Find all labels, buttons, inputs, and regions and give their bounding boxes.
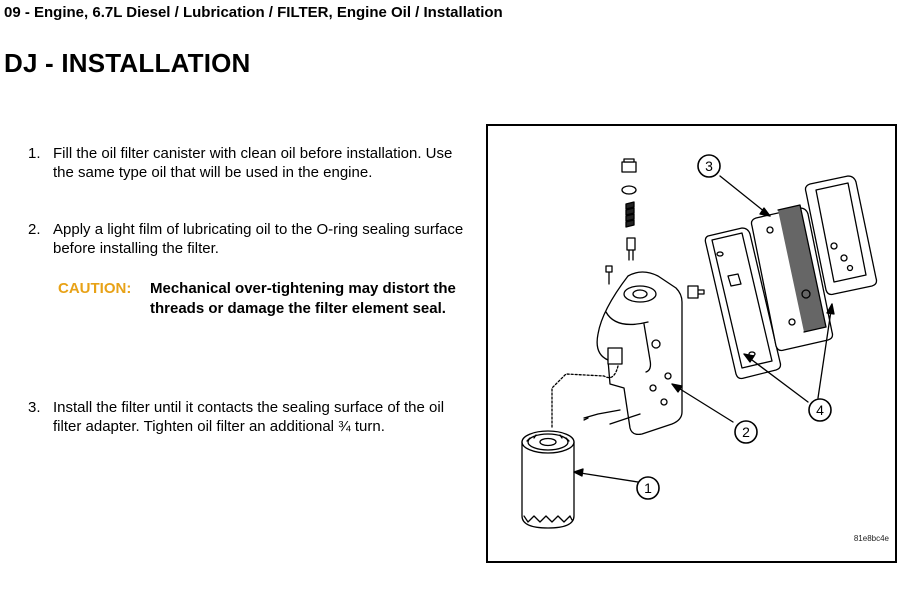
small-bolt [605, 265, 613, 285]
step-number: 3. [28, 399, 41, 416]
callout-leaders [573, 175, 835, 483]
sleeve-part [607, 347, 623, 365]
callout-markers [636, 154, 832, 500]
step-text: Apply a light film of lubricating oil to… [53, 221, 464, 257]
callout-label: 2 [742, 424, 750, 440]
plug-part [621, 158, 637, 261]
oil-filter [521, 430, 575, 529]
oil-filter-adapter [596, 271, 683, 436]
exploded-view-figure: 3 2 1 4 81e8bc4e [486, 124, 897, 563]
caution-text: Mechanical over-tightening may distort t… [150, 280, 456, 317]
step-text: Fill the oil filter canister with clean … [53, 145, 453, 181]
cooler-gasket [804, 175, 878, 296]
caution-label: CAUTION: [58, 280, 132, 297]
callout-label: 4 [816, 402, 824, 418]
step-number: 2. [28, 221, 41, 238]
callout-label: 1 [644, 480, 652, 496]
page-title: DJ - INSTALLATION [4, 48, 251, 78]
sensor-bolt [583, 409, 621, 421]
callout-3 [697, 154, 721, 178]
callout-1 [636, 476, 660, 500]
sensor-bolt [609, 413, 641, 425]
breadcrumb: 09 - Engine, 6.7L Diesel / Lubrication /… [4, 4, 503, 21]
side-fitting [687, 285, 705, 299]
step-text: Install the filter until it contacts the… [53, 399, 445, 435]
callout-4 [808, 398, 832, 422]
figure-id: 81e8bc4e [853, 534, 889, 543]
guide-line [551, 365, 619, 429]
oil-cooler [750, 204, 834, 352]
oil-filter-assembly-diagram: 3 2 1 4 [521, 154, 878, 529]
callout-2 [734, 420, 758, 444]
gasket-plate [704, 227, 782, 380]
callout-label: 3 [705, 158, 713, 174]
step-number: 1. [28, 145, 41, 162]
